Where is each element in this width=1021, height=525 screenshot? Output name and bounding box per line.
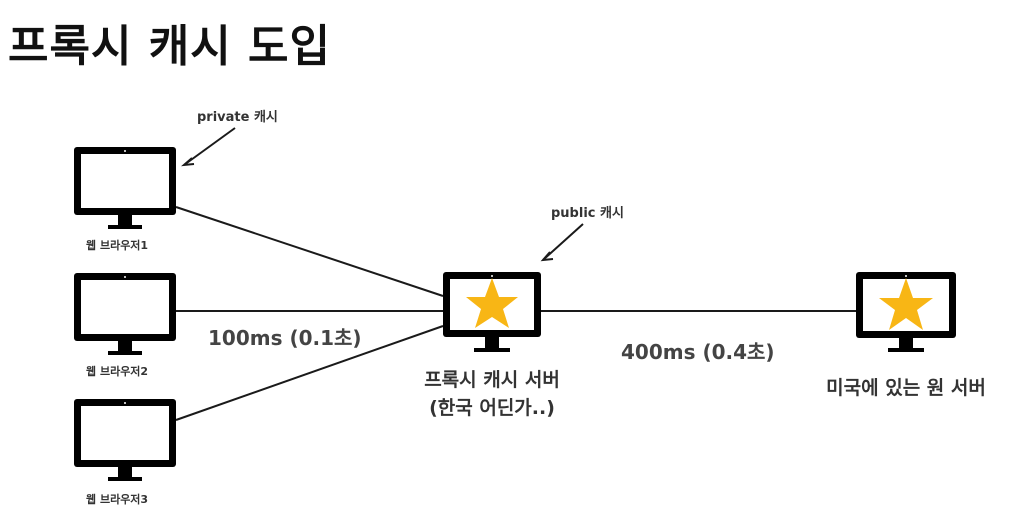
private-cache-label: private 캐시 xyxy=(197,110,278,125)
browser-3-monitor-icon xyxy=(74,399,176,481)
browser-2-monitor-icon xyxy=(74,273,176,355)
proxy-server-location: (한국 어딘가..) xyxy=(429,397,555,419)
proxy-star-icon xyxy=(466,278,518,328)
browser-2-label: 웹 브라우저2 xyxy=(86,365,149,378)
browser-3-label: 웹 브라우저3 xyxy=(86,493,149,506)
browser-1-monitor-icon xyxy=(74,147,176,229)
public-cache-label: public 캐시 xyxy=(551,206,624,221)
proxy-server-monitor-icon xyxy=(443,272,541,352)
origin-server-label: 미국에 있는 원 서버 xyxy=(826,377,986,399)
link-browser1-proxy xyxy=(175,206,444,297)
browser-1-label: 웹 브라우저1 xyxy=(86,239,149,252)
proxy-server-name: 프록시 캐시 서버 xyxy=(424,369,560,391)
link-browser3-proxy xyxy=(175,325,444,421)
proxy-server-label: 프록시 캐시 서버 (한국 어딘가..) xyxy=(392,366,592,422)
origin-star-icon xyxy=(879,278,933,330)
private-cache-arrow xyxy=(180,127,236,167)
public-cache-arrow xyxy=(540,223,584,262)
client-proxy-latency: 100ms (0.1초) xyxy=(208,326,362,350)
slide-title: 프록시 캐시 도입 xyxy=(8,21,331,72)
proxy-origin-latency: 400ms (0.4초) xyxy=(621,340,775,364)
origin-server-monitor-icon xyxy=(856,272,956,352)
connections xyxy=(175,206,856,421)
